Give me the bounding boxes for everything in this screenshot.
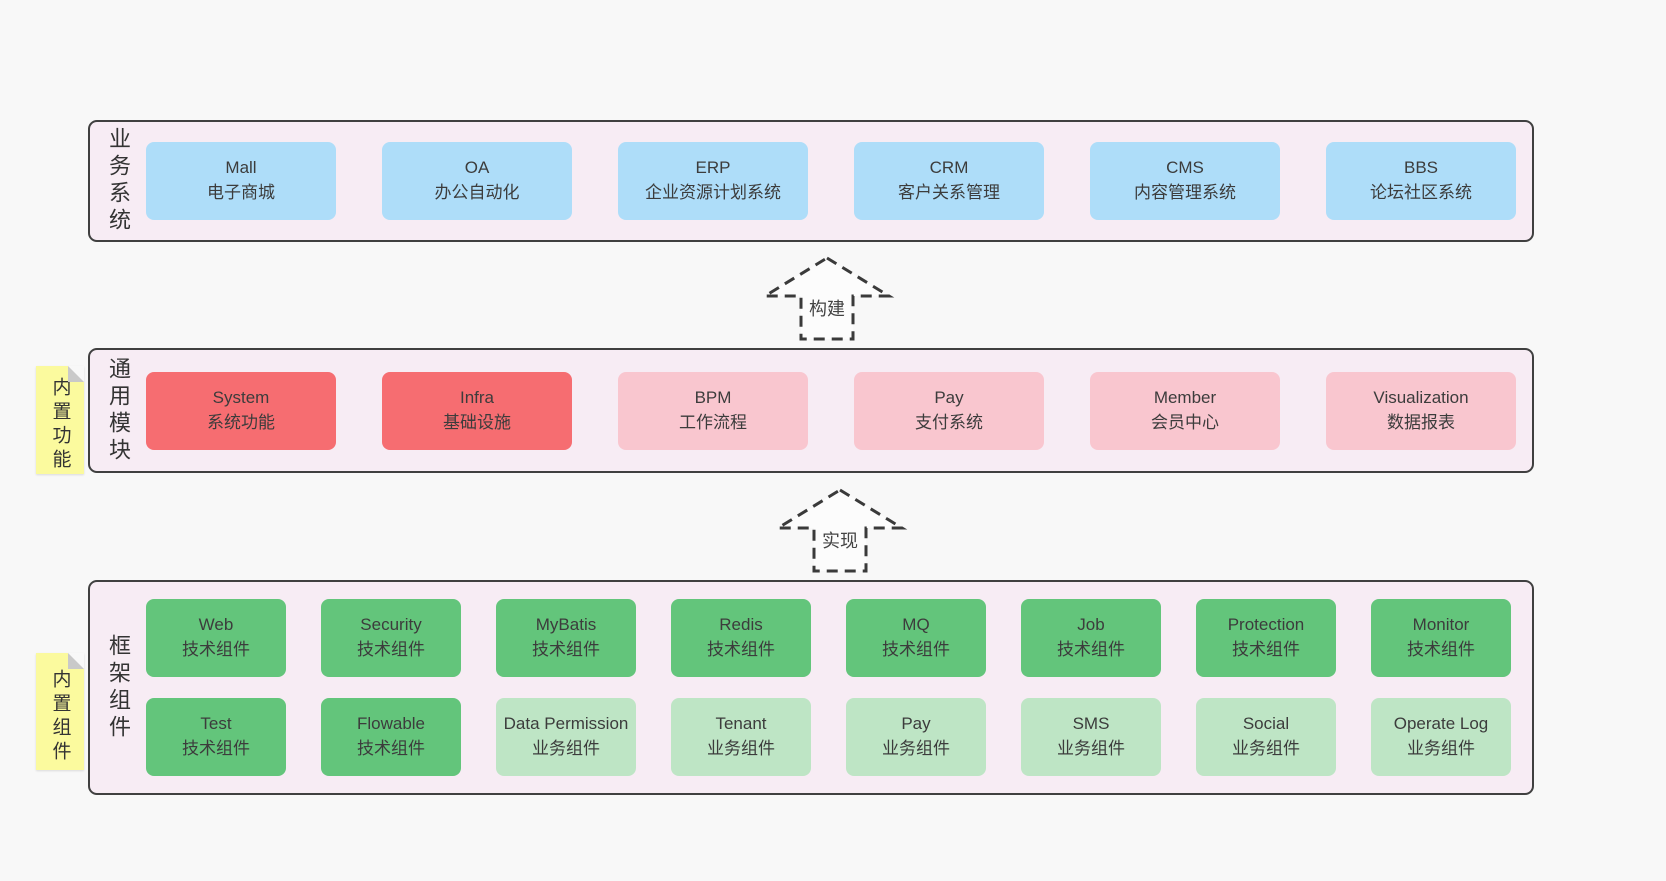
arrow-build-label: 构建 — [809, 299, 845, 319]
box-pay-component: Pay 业务组件 — [846, 698, 986, 776]
business-systems-boxes: Mall 电子商城 OA 办公自动化 ERP 企业资源计划系统 CRM 客户关系… — [146, 122, 1536, 240]
box-system: System 系统功能 — [146, 371, 336, 450]
section-common-modules: 通用模块 System 系统功能 Infra 基础设施 BPM 工作流程 Pay… — [88, 348, 1534, 473]
section-label-framework-components: 框架组件 — [106, 633, 131, 742]
arrow-up-icon: 构建 — [759, 256, 895, 341]
box-social: Social 业务组件 — [1196, 698, 1336, 776]
box-monitor: Monitor 技术组件 — [1371, 599, 1511, 677]
arrow-implement-label: 实现 — [822, 531, 858, 551]
section-framework-components: 框架组件 Web 技术组件 Security 技术组件 MyBatis 技术组件… — [88, 580, 1534, 795]
box-protection: Protection 技术组件 — [1196, 599, 1336, 677]
arrow-up-icon: 实现 — [772, 488, 908, 573]
box-bbs: BBS 论坛社区系统 — [1326, 142, 1516, 220]
box-mybatis: MyBatis 技术组件 — [496, 599, 636, 677]
box-security: Security 技术组件 — [321, 599, 461, 677]
box-test: Test 技术组件 — [146, 698, 286, 776]
box-erp: ERP 企业资源计划系统 — [618, 142, 808, 220]
box-flowable: Flowable 技术组件 — [321, 698, 461, 776]
box-operate-log: Operate Log 业务组件 — [1371, 698, 1511, 776]
box-member: Member 会员中心 — [1090, 371, 1280, 450]
box-cms: CMS 内容管理系统 — [1090, 142, 1280, 220]
sticky-note-built-in-components: 内置组件 — [36, 653, 84, 770]
common-modules-boxes: System 系统功能 Infra 基础设施 BPM 工作流程 Pay 支付系统… — [146, 350, 1536, 471]
arrow-build: 构建 — [757, 255, 897, 343]
box-data-permission: Data Permission 业务组件 — [496, 698, 636, 776]
box-oa: OA 办公自动化 — [382, 142, 572, 220]
box-redis: Redis 技术组件 — [671, 599, 811, 677]
box-bpm: BPM 工作流程 — [618, 371, 808, 450]
box-crm: CRM 客户关系管理 — [854, 142, 1044, 220]
box-sms: SMS 业务组件 — [1021, 698, 1161, 776]
box-infra: Infra 基础设施 — [382, 371, 572, 450]
box-tenant: Tenant 业务组件 — [671, 698, 811, 776]
box-visualization: Visualization 数据报表 — [1326, 371, 1516, 450]
section-label-business-systems: 业务系统 — [106, 127, 131, 235]
framework-components-boxes: Web 技术组件 Security 技术组件 MyBatis 技术组件 Redi… — [146, 582, 1532, 793]
box-web: Web 技术组件 — [146, 599, 286, 677]
section-label-common-modules: 通用模块 — [106, 356, 131, 465]
box-mq: MQ 技术组件 — [846, 599, 986, 677]
box-pay-system: Pay 支付系统 — [854, 371, 1044, 450]
section-business-systems: 业务系统 Mall 电子商城 OA 办公自动化 ERP 企业资源计划系统 CRM… — [88, 120, 1534, 242]
sticky-note-built-in-features: 内置功能 — [36, 366, 84, 474]
arrow-implement: 实现 — [770, 487, 910, 575]
box-job: Job 技术组件 — [1021, 599, 1161, 677]
box-mall: Mall 电子商城 — [146, 142, 336, 220]
